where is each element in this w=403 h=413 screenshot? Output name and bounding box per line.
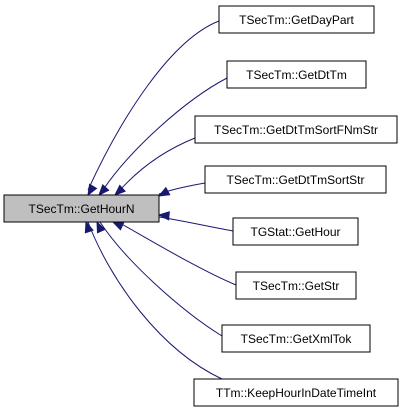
arrowhead-c5 [157, 211, 170, 221]
node-caller-get-dt-tm-sort-str[interactable]: TSecTm::GetDtTmSortStr [204, 165, 387, 194]
node-caller-get-xml-tok[interactable]: TSecTm::GetXmlTok [221, 324, 371, 353]
edge-c5-to-root [158, 216, 234, 232]
node-caller-label: TGStat::GetHour [250, 225, 340, 239]
edge-c1-to-root [87, 20, 220, 191]
node-caller-tgstat-get-hour[interactable]: TGStat::GetHour [232, 217, 359, 246]
edge-c6-to-root [117, 221, 237, 286]
arrowhead-c7 [96, 220, 106, 234]
node-caller-keep-hour-in-date-time-int[interactable]: TTm::KeepHourInDateTimeInt [193, 378, 399, 407]
edge-c8-to-root [87, 221, 223, 380]
node-caller-label: TSecTm::GetDtTmSortFNmStr [214, 123, 378, 137]
node-caller-get-str[interactable]: TSecTm::GetStr [235, 271, 357, 300]
node-caller-get-dt-tm[interactable]: TSecTm::GetDtTm [226, 60, 367, 89]
node-caller-label: TSecTm::GetXmlTok [241, 332, 353, 346]
edges-layer [84, 20, 237, 380]
node-caller-label: TSecTm::GetDtTmSortStr [226, 173, 364, 187]
arrowhead-c8 [84, 220, 94, 234]
arrowhead-c3 [113, 184, 126, 196]
node-root-label: TSecTm::GetHourN [28, 202, 134, 216]
node-caller-label: TSecTm::GetDayPart [239, 13, 354, 27]
node-caller-label: TSecTm::GetDtTm [246, 68, 347, 82]
edge-c3-to-root [119, 137, 196, 191]
node-caller-label: TTm::KeepHourInDateTimeInt [216, 386, 377, 400]
arrowhead-c6 [111, 221, 125, 231]
arrowhead-c2 [98, 184, 110, 197]
edge-c2-to-root [102, 77, 228, 191]
node-root[interactable]: TSecTm::GetHourN [3, 194, 160, 223]
arrowhead-c1 [87, 183, 98, 197]
node-caller-get-day-part[interactable]: TSecTm::GetDayPart [218, 5, 375, 34]
node-caller-get-dt-tm-sort-fnm-str[interactable]: TSecTm::GetDtTmSortFNmStr [194, 115, 398, 144]
node-caller-label: TSecTm::GetStr [253, 279, 340, 293]
arrowhead-c4 [157, 186, 171, 197]
edge-c7-to-root [99, 221, 223, 337]
